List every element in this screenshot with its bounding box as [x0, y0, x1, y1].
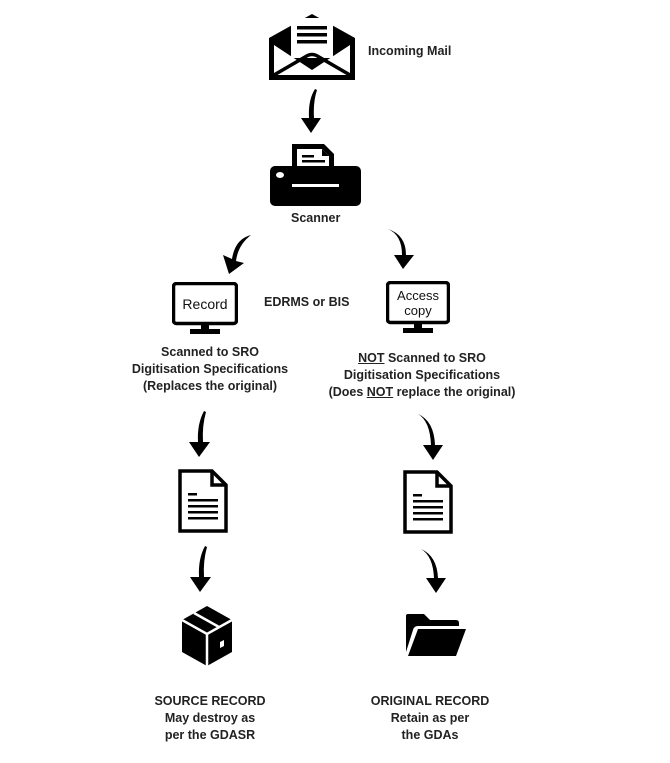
- right-desc-line-1-rest: Scanned to SRO: [384, 351, 486, 365]
- left-desc-line-2: Digitisation Specifications: [131, 362, 289, 376]
- box-icon: [180, 604, 234, 668]
- monitor-icon: [386, 281, 450, 333]
- right-desc-not-2: NOT: [366, 385, 394, 399]
- source-record-title: SOURCE RECORD: [154, 694, 266, 708]
- envelope-open-icon: [267, 12, 357, 82]
- document-icon: [403, 470, 453, 534]
- edrms-label: EDRMS or BIS: [264, 295, 350, 309]
- arrow-down-left-icon: [217, 233, 253, 275]
- monitor-access-text-1: Access: [397, 288, 439, 303]
- folder-open-icon: [404, 612, 468, 658]
- monitor-record-text: Record: [182, 296, 228, 312]
- scanner-label: Scanner: [291, 211, 341, 225]
- left-desc-line-1: Scanned to SRO: [161, 345, 259, 359]
- left-description: Scanned to SRO Digitisation Specificatio…: [110, 344, 310, 395]
- right-outcome: ORIGINAL RECORD Retain as per the GDAs: [350, 693, 510, 744]
- arrow-down-icon: [416, 413, 446, 461]
- arrow-down-right-icon: [386, 227, 418, 271]
- left-outcome: SOURCE RECORD May destroy as per the GDA…: [130, 693, 290, 744]
- arrow-down-icon: [296, 88, 326, 134]
- right-desc-line-2: Digitisation Specifications: [343, 368, 501, 382]
- right-desc-line-1: NOT Scanned to SRO: [312, 350, 532, 367]
- right-desc-not: NOT: [358, 351, 385, 365]
- right-outcome-line-2: the GDAs: [401, 728, 459, 742]
- incoming-mail-label: Incoming Mail: [368, 44, 452, 58]
- monitor-access-copy: Access copy: [386, 281, 450, 335]
- right-desc-line-3: (Does NOT replace the original): [312, 384, 532, 401]
- arrow-down-icon: [419, 548, 449, 594]
- monitor-access-text-2: copy: [404, 303, 432, 318]
- right-outcome-line-1: Retain as per: [390, 711, 470, 725]
- monitor-record: Record: [172, 282, 238, 336]
- left-outcome-line-1: May destroy as: [164, 711, 256, 725]
- left-desc-line-3: (Replaces the original): [142, 379, 278, 393]
- right-desc-line-3-pre: (Does: [328, 385, 367, 399]
- left-outcome-line-2: per the GDASR: [164, 728, 256, 742]
- right-desc-line-3-post: replace the original): [393, 385, 516, 399]
- original-record-title: ORIGINAL RECORD: [370, 694, 490, 708]
- scanner-icon: [268, 142, 363, 206]
- arrow-down-icon: [185, 410, 213, 458]
- document-icon: [178, 469, 228, 533]
- arrow-down-icon: [186, 545, 214, 593]
- right-description: NOT Scanned to SRO Digitisation Specific…: [312, 350, 532, 401]
- monitor-icon: [172, 282, 238, 334]
